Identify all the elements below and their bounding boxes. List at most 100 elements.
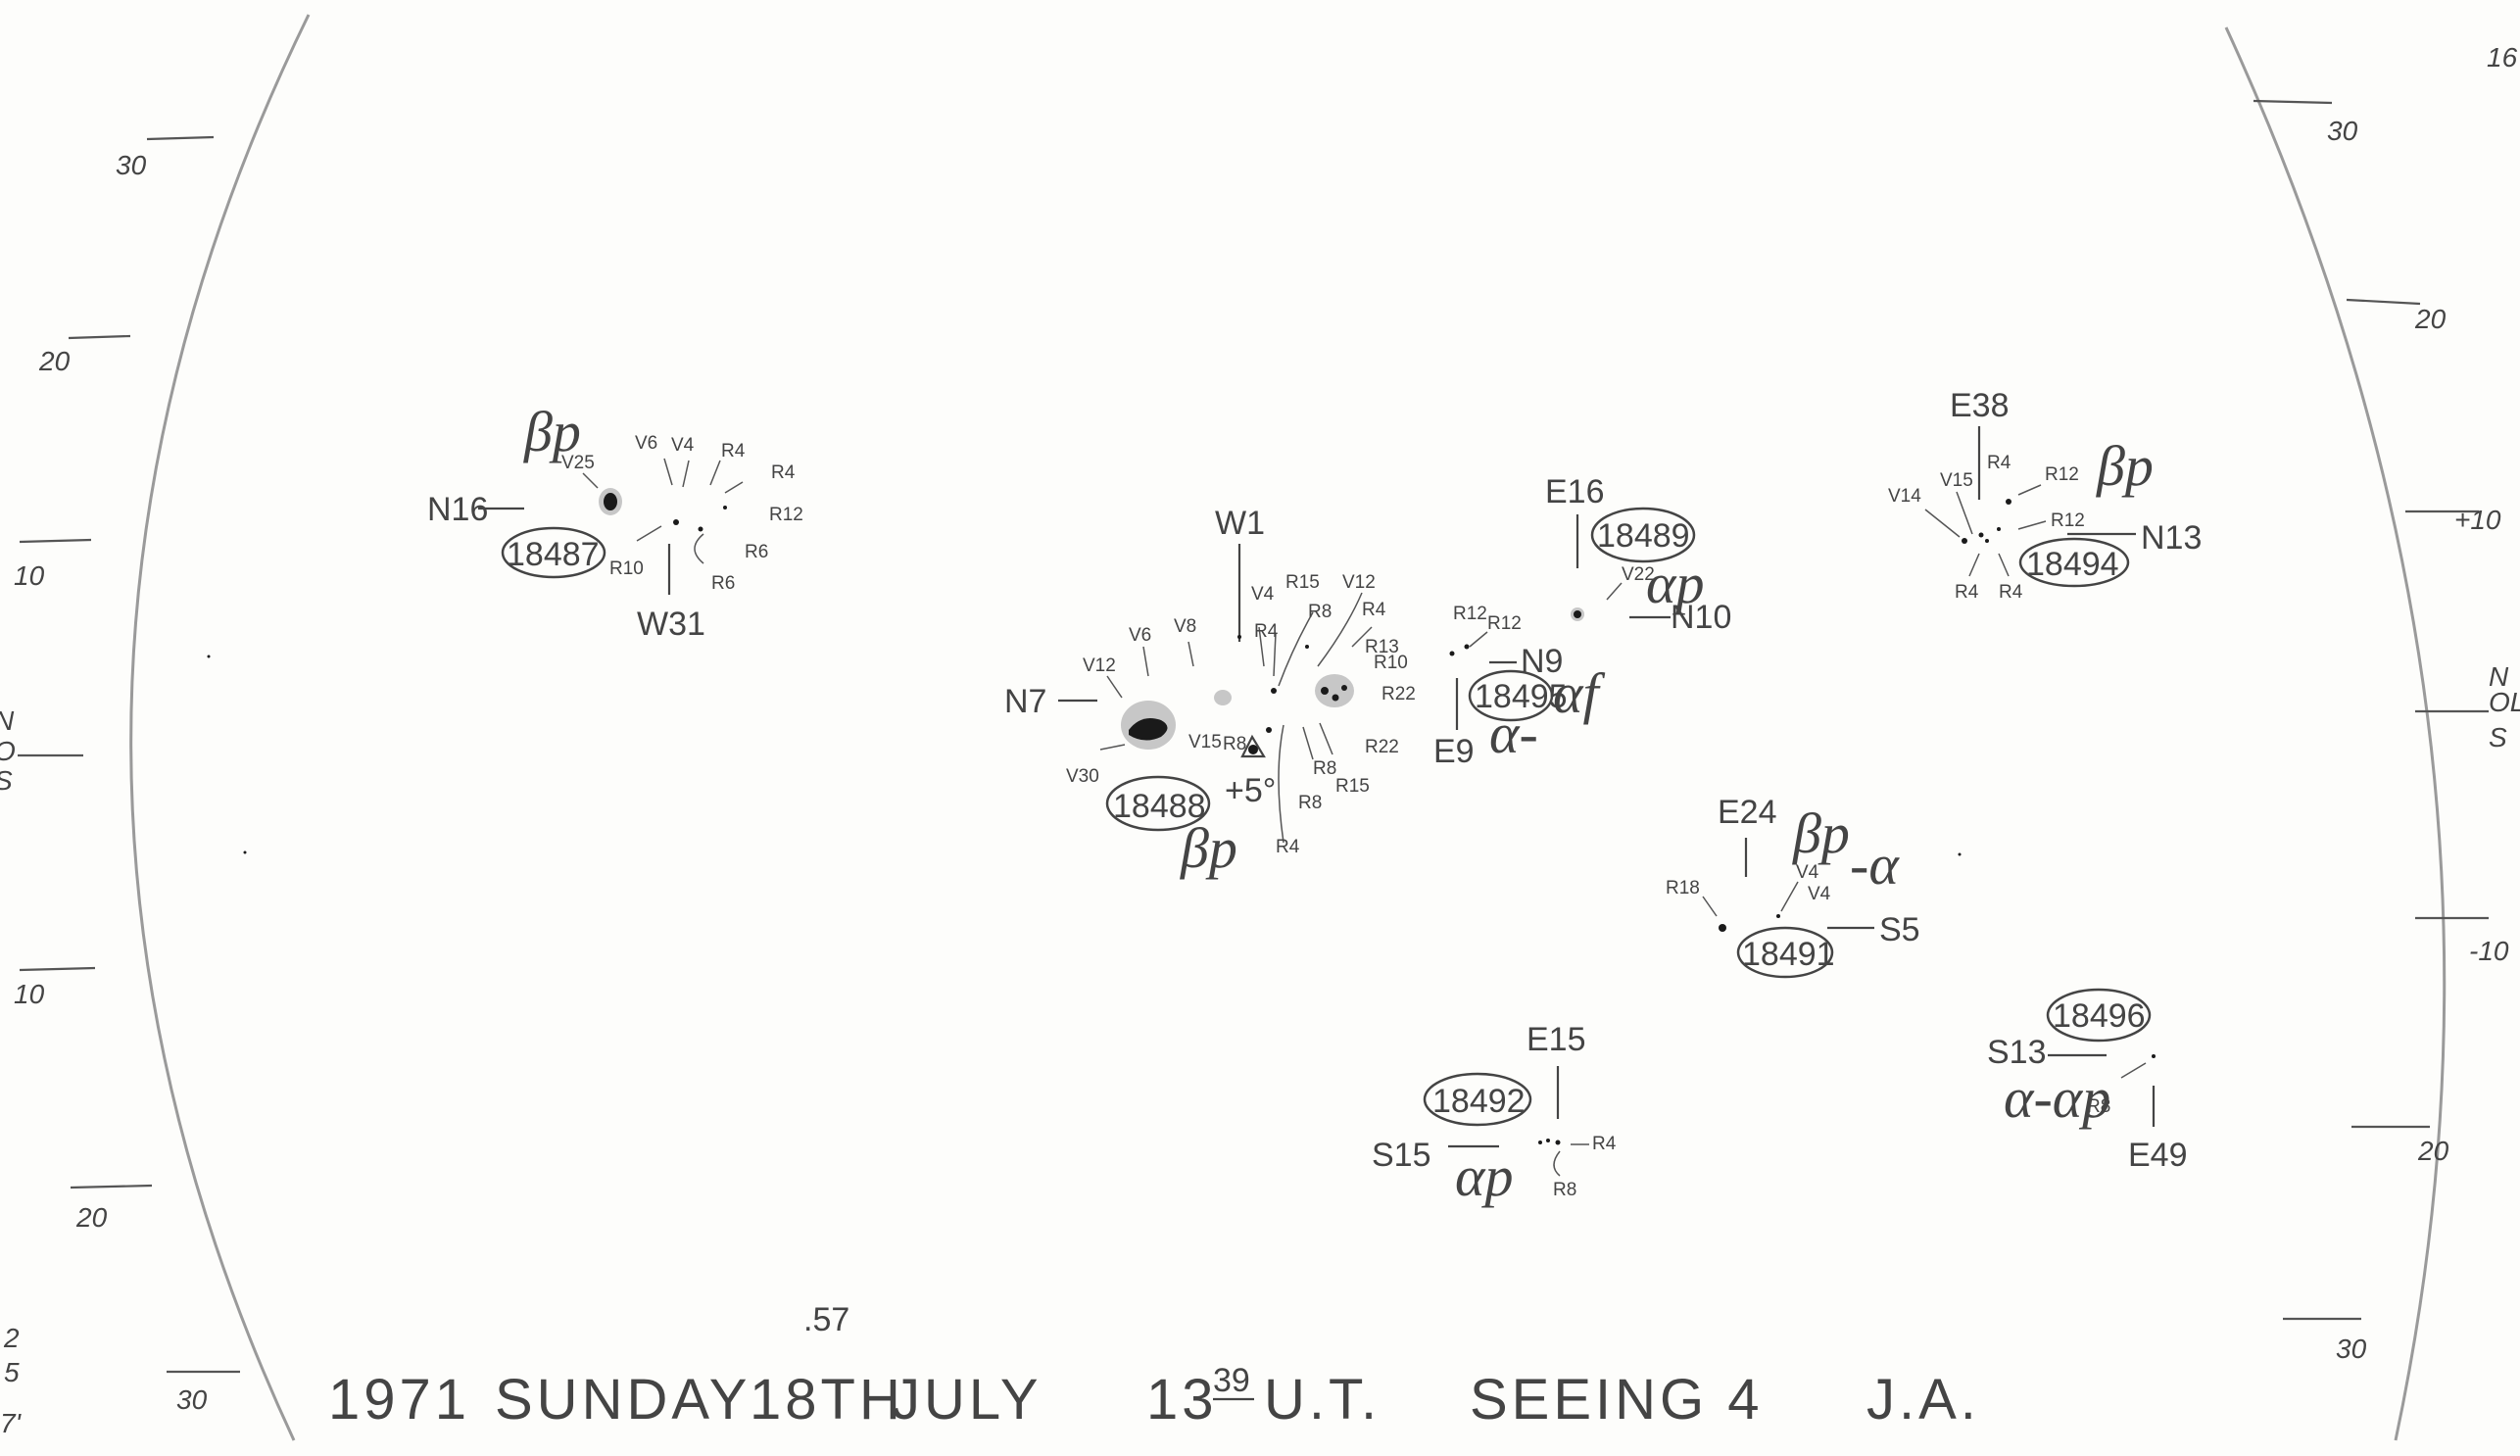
drawing-mark [2006,499,2011,505]
drawing-mark [1315,674,1354,707]
annotation-label: V6 [635,433,657,454]
annotation-label: V4 [1808,884,1831,904]
drawing-mark [582,472,599,489]
drawing-mark [1719,924,1726,932]
annotation-label: R15 [1335,776,1370,797]
annotation-label: R12 [769,505,803,525]
drawing-mark [1776,914,1780,918]
annotation-label: V22 [1622,564,1655,585]
title-day: SUNDAY [495,1368,751,1432]
left-equator-o: O [0,736,16,766]
group-number-18494: 18494 [2026,546,2119,583]
drawing-mark [19,538,92,544]
drawing-mark [1985,539,1989,543]
annotation-label: R12 [2051,510,2085,531]
scale-right-20-bottom: 20 [2417,1136,2449,1166]
observation-title: 1971 SUNDAY 18TH JULY .57 13 39 U.T. SEE… [328,1301,1976,1432]
lat-label-18492: S15 [1372,1137,1431,1174]
class-label-18487: βp [523,400,581,463]
annotation-label: V6 [1129,625,1151,646]
latitude-scale-right: 30 20 +10 N OL S -10 20 30 16 [2253,42,2520,1364]
group-number-18492: 18492 [1432,1083,1526,1120]
drawing-mark [1968,553,1980,577]
annotation-label: R4 [1999,582,2023,603]
annotation-label: V15 [1940,470,1973,491]
right-equator-s: S [2489,722,2507,752]
drawing-mark [1555,1140,1561,1145]
drawing-mark [724,481,744,494]
drawing-mark [1266,727,1272,733]
scale-left-20-bottom: 20 [75,1202,108,1233]
umbra-18488-main [1129,717,1168,741]
title-time-extra: .57 [803,1301,849,1338]
drawing-mark [2120,1062,2147,1079]
lat-label-18491: S5 [1879,911,1920,948]
annotation-label: R10 [1374,653,1408,673]
drawing-mark [1574,610,1581,618]
annotation-label: V4 [1796,862,1819,883]
drawing-mark [1449,651,1455,656]
annotation-label: 2 [3,1323,20,1353]
annotation-label: R8 [1313,758,1336,779]
scale-right-minus10: -10 [2469,936,2509,966]
class-label-18489: αp [1646,552,1704,615]
drawing-mark [1305,645,1309,649]
lon-label-18496: E49 [2128,1137,2188,1174]
annotation-label: R6 [745,542,768,562]
annotation-label: R4 [1362,600,1386,620]
drawing-mark [2046,988,2152,1043]
title-time-min: 39 [1213,1362,1250,1399]
sunspot-group-18496: 18496 S13 α-αp R8 E49 [1987,988,2188,1174]
drawing-mark [723,506,727,510]
solar-limb-left [129,14,311,1441]
drawing-mark [1546,1139,1550,1142]
annotation-label: R4 [1276,837,1300,857]
drawing-mark [2346,298,2421,306]
group-number-18489: 18489 [1597,517,1690,555]
drawing-mark [1271,688,1277,694]
annotation-label: R8 [1223,734,1246,754]
drawing-mark [1319,722,1333,755]
class-label-18494: βp [2096,434,2154,498]
drawing-mark [68,334,131,340]
sunspot-group-18488: W1 N7 V12 V6 V8 V4 R4 R15 R8 [1004,505,1416,880]
prefix-label-18495: α- [1489,702,1538,765]
drawing-mark [1606,582,1623,601]
scale-left-20-top: 20 [38,346,71,376]
drawing-mark [1237,635,1241,639]
lat-label-18489: N10 [1671,599,1731,636]
scale-left-30-bottom: 30 [176,1384,208,1415]
annotation-label: R8 [1308,602,1332,622]
drawing-mark [1998,553,2010,577]
annotation-label: R4 [771,462,796,483]
drawing-mark [2253,99,2333,105]
scale-left-10-bottom: 10 [14,979,45,1009]
drawing-mark [1240,734,1266,758]
annotation-label: R13 [1365,637,1399,657]
corner-number-top: 16 [2487,42,2518,73]
suffix-label-18491: -α [1850,833,1900,897]
drawing-mark [1321,687,1329,695]
drawing-mark [1142,646,1149,677]
annotation-label: R4 [1254,621,1279,642]
drawing-mark [1248,745,1258,754]
lon-label-18494: E38 [1950,387,2010,424]
drawing-mark [636,525,662,542]
drawing-mark [1538,1141,1542,1144]
drawing-mark [1214,690,1232,705]
scale-right-plus10: +10 [2454,505,2501,535]
title-date: 18TH [750,1368,904,1432]
drawing-mark [501,526,606,579]
annotation-label: R10 [609,558,644,579]
title-month: JULY [892,1368,1042,1432]
class-label-18495: αf [1553,661,1605,725]
annotation-label: R6 [711,573,735,594]
drawing-mark [663,458,673,486]
scale-left-10-top: 10 [14,560,45,591]
left-equator-n: N [0,705,15,736]
annotation-label: R15 [1285,572,1320,593]
right-equator-ol: OL [2489,687,2520,717]
drawing-mark [1351,626,1373,648]
lon-label-18492: E15 [1527,1021,1586,1058]
scale-right-30-top: 30 [2327,116,2358,146]
